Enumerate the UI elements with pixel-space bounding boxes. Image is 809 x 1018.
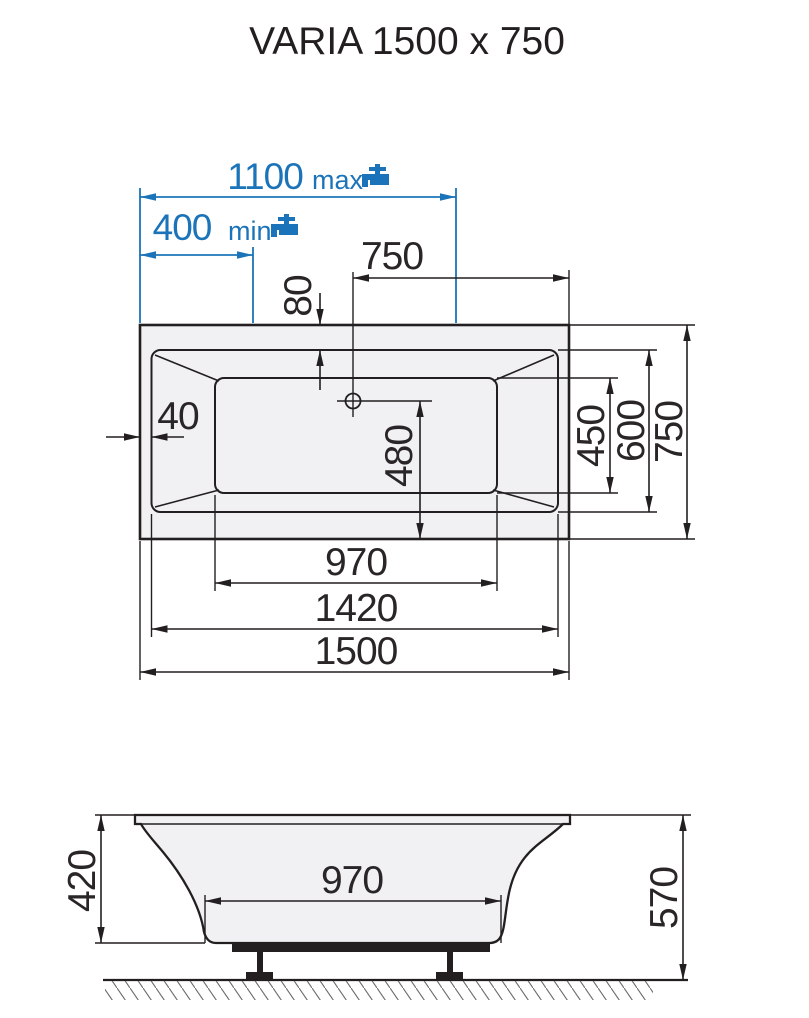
dim-depth-420: 420 — [61, 814, 205, 944]
dim-value-600: 600 — [610, 400, 653, 462]
top-view: 1100 max 400 min 750 80 40 — [106, 156, 695, 680]
dim-value-480: 480 — [378, 425, 421, 487]
support-frame — [232, 944, 490, 952]
dim-faucet-max-1100: 1100 max — [139, 156, 457, 323]
dim-floor-length-side-970: 970 — [204, 859, 502, 943]
foot-right — [436, 952, 463, 980]
dim-value-1100: 1100 — [227, 156, 303, 197]
dim-value-80: 80 — [277, 275, 320, 317]
dim-value-420: 420 — [61, 850, 104, 912]
foot-left — [246, 952, 273, 980]
dim-overall-length-1500: 1500 — [139, 541, 570, 680]
dim-drain-to-bottom-480: 480 — [378, 401, 424, 539]
dim-rim-inset-40: 40 — [106, 395, 200, 441]
drain-icon — [337, 272, 432, 417]
dim-rim-width-600: 600 — [558, 349, 657, 513]
corner-line-top-right — [492, 354, 555, 382]
tub-profile — [133, 813, 572, 945]
drawing-title: VARIA 1500 x 750 — [249, 20, 565, 63]
dim-faucet-min-400: 400 min — [140, 207, 298, 323]
faucet-icon — [362, 164, 389, 187]
dim-value-450: 450 — [570, 405, 613, 467]
tub-floor-edge — [214, 377, 498, 494]
dim-floor-length-970: 970 — [214, 495, 498, 591]
dim-value-750-right: 750 — [648, 401, 691, 463]
dim-rim-length-1420: 1420 — [150, 514, 559, 637]
dim-overall-width-750: 750 — [569, 324, 695, 540]
dim-value-400: 400 — [153, 207, 212, 248]
dim-value-970: 970 — [325, 541, 387, 584]
dim-qualifier-max: max — [312, 165, 364, 195]
dim-overall-height-570: 570 — [570, 814, 691, 980]
ground-hatching — [105, 981, 653, 1000]
tub-outer-edge — [138, 323, 571, 541]
dim-drain-to-right-750: 750 — [353, 235, 570, 324]
tub-rim-edge — [150, 349, 559, 513]
dim-qualifier-min: min — [228, 216, 272, 246]
side-view: 420 970 570 — [61, 813, 691, 1000]
dim-value-970-side: 970 — [321, 859, 383, 902]
corner-line-bottom-left — [154, 489, 220, 508]
dim-value-570: 570 — [643, 867, 686, 929]
dim-floor-width-450: 450 — [497, 377, 618, 494]
corner-line-top-left — [154, 354, 220, 382]
faucet-icon — [271, 214, 298, 237]
dim-value-1500: 1500 — [315, 630, 398, 673]
dim-value-750-top: 750 — [361, 235, 423, 278]
dim-value-1420: 1420 — [315, 587, 398, 630]
dim-rim-inset-80: 80 — [277, 275, 324, 390]
dim-value-40: 40 — [157, 395, 199, 438]
